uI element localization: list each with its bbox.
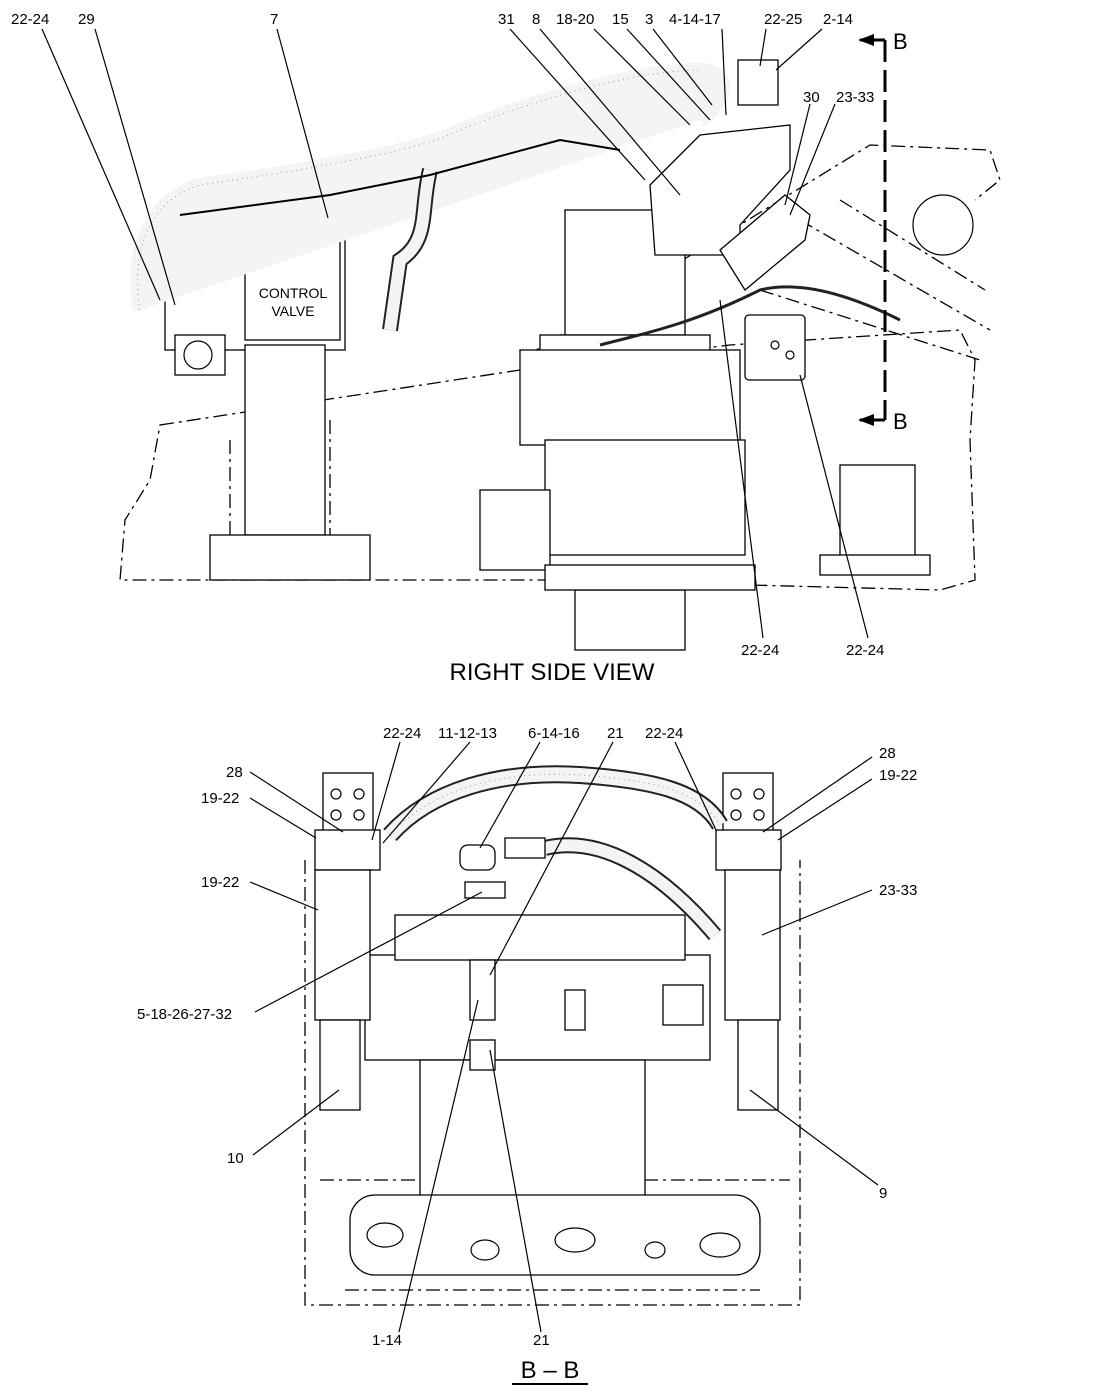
- callout-side-23-33: 23-33: [836, 89, 874, 106]
- callout-sect-22-24-b: 22-24: [645, 725, 683, 742]
- callout-sect-5-18-26-27-32: 5-18-26-27-32: [137, 1006, 232, 1023]
- callout-sect-23-33: 23-33: [879, 882, 917, 899]
- section-bb-drawing: [249, 741, 879, 1385]
- callout-sect-6-14-16: 6-14-16: [528, 725, 580, 742]
- right-side-view-title: RIGHT SIDE VIEW: [450, 659, 655, 686]
- callout-side-31: 31: [498, 11, 515, 28]
- callout-sect-21-a: 21: [607, 725, 624, 742]
- callout-side-15: 15: [612, 11, 629, 28]
- callout-side-30: 30: [803, 89, 820, 106]
- callout-side-22-24-a: 22-24: [11, 11, 49, 28]
- callout-sect-19-22-c: 19-22: [201, 874, 239, 891]
- callout-sect-10: 10: [227, 1150, 244, 1167]
- callout-side-18-20: 18-20: [556, 11, 594, 28]
- control-valve-label-line1: CONTROL: [259, 285, 328, 301]
- callout-sect-21-b: 21: [533, 1332, 550, 1349]
- right-side-view-drawing: [41, 28, 1001, 651]
- callout-sect-11-12-13: 11-12-13: [438, 725, 497, 742]
- callout-sect-19-22-a: 19-22: [201, 790, 239, 807]
- callout-side-2-14: 2-14: [823, 11, 853, 28]
- control-valve-label-line2: VALVE: [271, 303, 314, 319]
- callout-side-22-25: 22-25: [764, 11, 802, 28]
- callout-sect-9: 9: [879, 1185, 887, 1202]
- callout-sect-19-22-b: 19-22: [879, 767, 917, 784]
- callout-side-8: 8: [532, 11, 540, 28]
- callout-sect-28-a: 28: [226, 764, 243, 781]
- callout-side-3: 3: [645, 11, 653, 28]
- callout-side-4-14-17: 4-14-17: [669, 11, 721, 28]
- callout-sect-1-14: 1-14: [372, 1332, 402, 1349]
- callout-side-22-24-b: 22-24: [741, 642, 779, 659]
- callout-sect-22-24-a: 22-24: [383, 725, 421, 742]
- section-marker-bottom: B: [893, 409, 908, 434]
- section-bb-title: B – B: [521, 1357, 580, 1384]
- section-marker-top: B: [893, 29, 908, 54]
- callout-side-7: 7: [270, 11, 278, 28]
- callout-side-22-24-c: 22-24: [846, 642, 884, 659]
- callout-sect-28-b: 28: [879, 745, 896, 762]
- callout-side-29: 29: [78, 11, 95, 28]
